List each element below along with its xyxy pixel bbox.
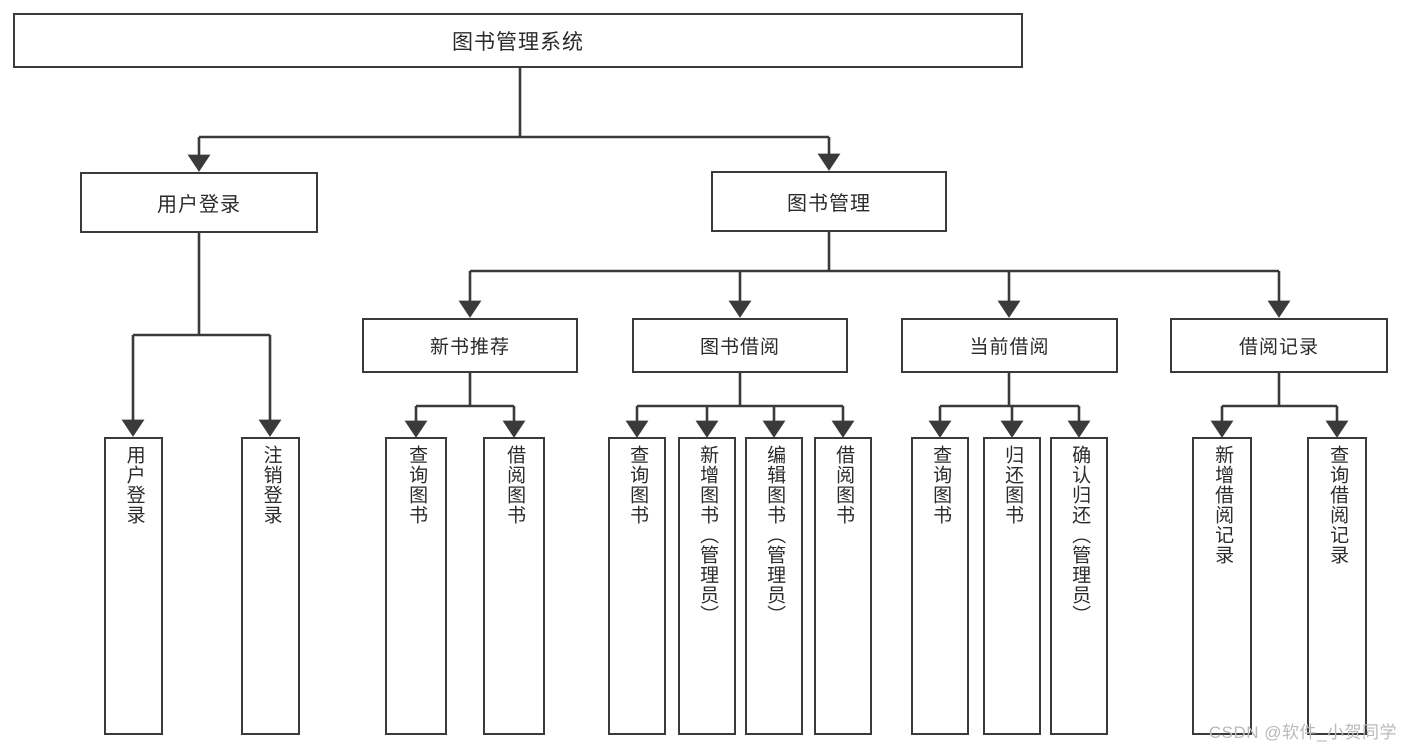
- node-book-borrow[interactable]: 图书借阅: [632, 318, 848, 373]
- leaf-borrow-book-label: 借阅图书: [833, 445, 855, 525]
- leaf-edit-book-admin-label: 编辑图书（管理员）: [764, 445, 786, 625]
- leaf-query-borrow-record-label: 查询借阅记录: [1327, 445, 1349, 565]
- leaf-query-books-borrow-label: 查询图书: [627, 445, 649, 525]
- node-book-borrow-label: 图书借阅: [699, 337, 780, 358]
- leaf-return-book[interactable]: 归还图书: [983, 437, 1041, 735]
- leaf-add-book-admin[interactable]: 新增图书（管理员）: [678, 437, 736, 735]
- leaf-query-borrow-record[interactable]: 查询借阅记录: [1307, 437, 1367, 735]
- leaf-borrow-book[interactable]: 借阅图书: [814, 437, 872, 735]
- node-book-management-label: 图书管理: [787, 193, 871, 215]
- node-root-system-label: 图书管理系统: [452, 30, 584, 54]
- leaf-edit-book-admin[interactable]: 编辑图书（管理员）: [745, 437, 803, 735]
- node-user-login[interactable]: 用户登录: [80, 172, 318, 233]
- leaf-query-books-current-label: 查询图书: [930, 445, 952, 525]
- node-current-borrow-label: 当前借阅: [969, 337, 1050, 358]
- leaf-borrow-books-new[interactable]: 借阅图书: [483, 437, 545, 735]
- leaf-add-book-admin-label: 新增图书（管理员）: [697, 445, 719, 625]
- node-root-system[interactable]: 图书管理系统: [13, 13, 1023, 68]
- leaf-query-books-new-label: 查询图书: [406, 445, 428, 525]
- leaf-user-login-label: 用户登录: [123, 445, 145, 525]
- leaf-query-books-current[interactable]: 查询图书: [911, 437, 969, 735]
- leaf-logout[interactable]: 注销登录: [241, 437, 300, 735]
- node-user-login-label: 用户登录: [157, 194, 241, 216]
- leaf-logout-label: 注销登录: [260, 445, 282, 525]
- leaf-query-books-borrow[interactable]: 查询图书: [608, 437, 666, 735]
- node-new-book-recommend-label: 新书推荐: [429, 337, 510, 358]
- leaf-return-book-label: 归还图书: [1002, 445, 1024, 525]
- node-new-book-recommend[interactable]: 新书推荐: [362, 318, 578, 373]
- leaf-confirm-return-admin-label: 确认归还（管理员）: [1069, 445, 1091, 625]
- leaf-add-borrow-record[interactable]: 新增借阅记录: [1192, 437, 1252, 735]
- leaf-query-books-new[interactable]: 查询图书: [385, 437, 447, 735]
- leaf-add-borrow-record-label: 新增借阅记录: [1212, 445, 1234, 565]
- node-current-borrow[interactable]: 当前借阅: [901, 318, 1118, 373]
- node-borrow-records-label: 借阅记录: [1238, 337, 1319, 358]
- leaf-user-login[interactable]: 用户登录: [104, 437, 163, 735]
- leaf-confirm-return-admin[interactable]: 确认归还（管理员）: [1050, 437, 1108, 735]
- node-book-management[interactable]: 图书管理: [711, 171, 947, 232]
- leaf-borrow-books-new-label: 借阅图书: [504, 445, 526, 525]
- node-borrow-records[interactable]: 借阅记录: [1170, 318, 1388, 373]
